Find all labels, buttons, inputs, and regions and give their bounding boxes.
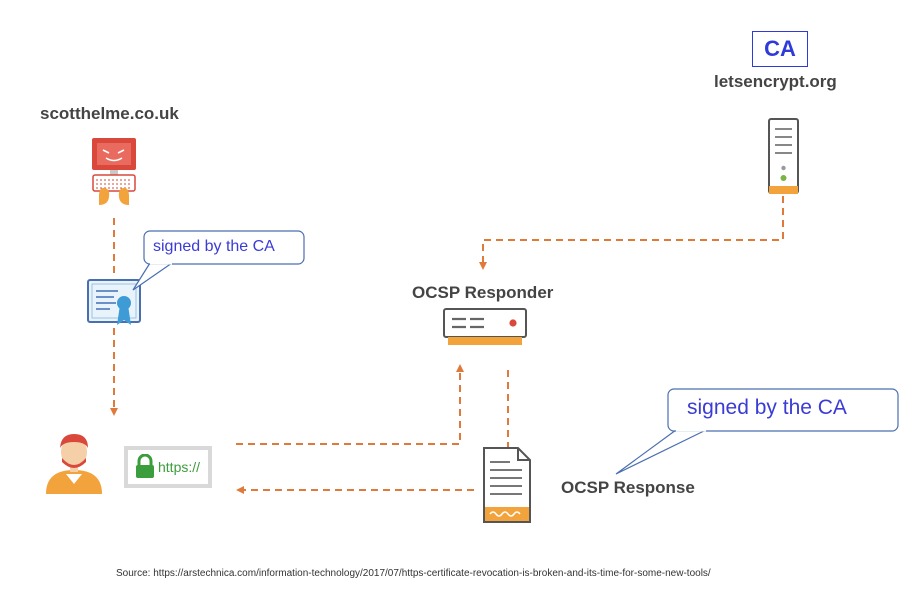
evil-hacker-computer-icon bbox=[92, 138, 136, 205]
callout-response-shape bbox=[615, 388, 899, 475]
ocsp-responder-label: OCSP Responder bbox=[412, 283, 554, 302]
server-tower-icon bbox=[768, 118, 799, 194]
url-text: https:// bbox=[158, 459, 201, 475]
site-label: scotthelme.co.uk bbox=[40, 104, 179, 123]
source-caption: Source: https://arstechnica.com/informat… bbox=[116, 568, 711, 579]
arrow-browser-to-responder bbox=[236, 364, 464, 445]
certificate-ribbon-icon bbox=[87, 279, 141, 325]
callout-certificate-text: signed by the CA bbox=[153, 238, 275, 255]
callout-certificate-shape bbox=[132, 230, 305, 291]
document-icon bbox=[483, 447, 531, 523]
padlock-icon bbox=[136, 454, 154, 478]
rack-server-icon bbox=[443, 308, 527, 345]
ca-domain-label: letsencrypt.org bbox=[714, 72, 837, 91]
ca-badge: CA bbox=[752, 31, 808, 67]
browser-address-bar: https:// bbox=[124, 446, 212, 488]
arrow-ca-to-responder bbox=[479, 196, 784, 270]
flow-arrows bbox=[110, 196, 784, 494]
ocsp-response-label: OCSP Response bbox=[561, 478, 695, 497]
callout-response-text: signed by the CA bbox=[687, 396, 847, 419]
user-avatar-icon bbox=[46, 434, 102, 494]
